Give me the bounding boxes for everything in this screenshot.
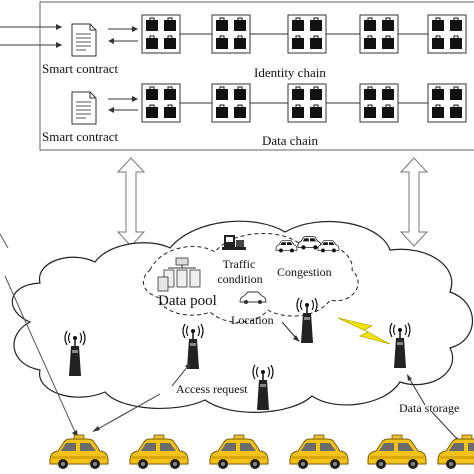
data-pool-label: Data pool [158,293,217,309]
traffic-monitor-icon [222,235,246,250]
taxi-vehicle-icon [49,434,109,470]
taxi-vehicle-icon [129,434,189,470]
taxi-vehicle-icon [367,434,427,470]
traffic-condition-label-1: Traffic [222,257,256,271]
data-chain-label: Data chain [262,133,318,148]
double-arrow-right [399,157,429,247]
smart-contract-label-bottom: Smart contract [42,129,119,144]
identity-chain-label: Identity chain [254,65,326,80]
congestion-label: Congestion [277,265,332,279]
smart-contract-doc-icon [71,91,97,125]
wireless-link-lightning-icon [337,317,391,345]
traffic-condition-label-2: condition [217,272,263,286]
taxi-vehicle-icon [289,434,349,470]
taxi-vehicle-icon [209,434,269,470]
blockchain-frame [39,1,474,151]
taxi-vehicle-icon [437,434,474,470]
smart-contract-doc-icon [71,23,97,57]
data-pool-servers-icon [157,257,201,292]
data-chain [141,83,467,123]
data-storage-label: Data storage [399,401,460,415]
location-label: Location [231,313,274,327]
identity-chain [141,14,467,54]
network-cloud [11,220,473,413]
smart-contract-label-top: Smart contract [42,61,119,76]
double-arrow-left [116,157,146,247]
location-car-icon [239,291,267,304]
access-request-label: Access request [176,382,248,396]
